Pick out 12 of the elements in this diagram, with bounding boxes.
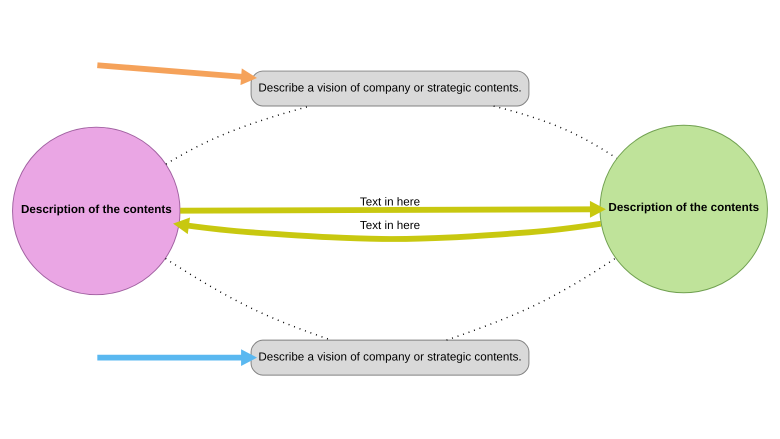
node-circle: Description of the contents <box>599 124 768 293</box>
arrow <box>180 200 606 218</box>
arrow <box>97 62 258 85</box>
arrow <box>173 216 602 242</box>
node-box: Describe a vision of company or strategic contents. <box>250 339 530 376</box>
edge-label: Text in here <box>360 195 420 208</box>
connector <box>494 104 618 158</box>
arrow <box>97 348 258 366</box>
node-circle: Description of the contents <box>12 126 181 295</box>
node-box: Describe a vision of company or strategic contents. <box>250 70 530 106</box>
edge-label: Text in here <box>360 218 420 232</box>
connector <box>446 257 616 340</box>
